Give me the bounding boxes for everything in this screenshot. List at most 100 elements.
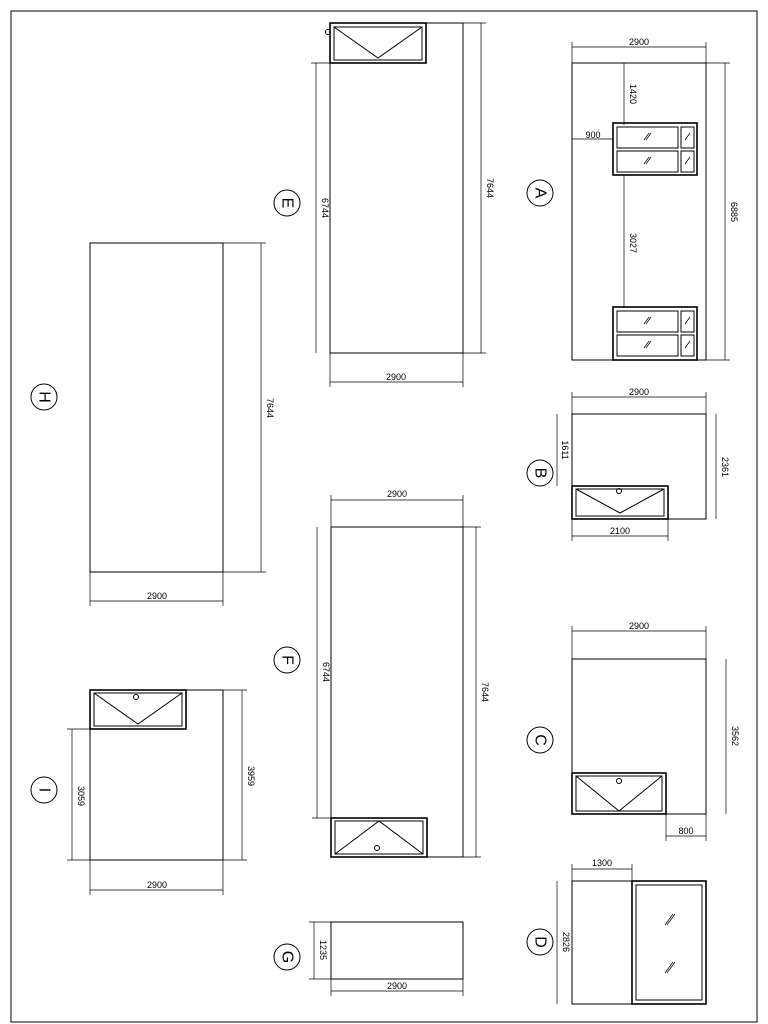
- tag-label: I: [36, 788, 53, 792]
- tag-label: G: [279, 951, 296, 963]
- dimension-c-width: 2900: [571, 621, 707, 659]
- dimension-a-window-width: 900: [572, 130, 614, 140]
- dim-label: 2900: [147, 591, 167, 601]
- dimension-b-width: 2900: [571, 387, 707, 414]
- wall-a: [571, 62, 707, 361]
- sheet-border: [10, 10, 758, 1023]
- tag-label: E: [279, 198, 296, 209]
- wall-i: [89, 689, 224, 861]
- panel-b-tag: B: [526, 459, 554, 487]
- panel-e: 6744 7644 2900 E: [273, 22, 495, 387]
- tag-label: C: [532, 734, 549, 746]
- dim-label: 2361: [720, 457, 730, 477]
- dimension-c-offset: 800: [665, 814, 707, 841]
- tag-label: A: [532, 188, 549, 199]
- dimension-i-width: 2900: [89, 860, 224, 895]
- dimension-d-left-width: 1300: [571, 858, 633, 881]
- dimension-h-height: 7644: [223, 242, 275, 573]
- window-unit-a-top: [612, 122, 698, 176]
- dimension-f-height: 7644: [463, 526, 490, 858]
- sink-unit-c: [571, 772, 667, 815]
- dim-label: 2100: [610, 526, 630, 536]
- dimension-a-top-gap: 1420: [623, 63, 638, 125]
- panel-h-tag: H: [30, 383, 58, 411]
- dimension-e-inner-height: 6744: [311, 62, 330, 353]
- panel-a-tag: A: [526, 179, 554, 207]
- dimension-d-height: 2826: [556, 881, 571, 1004]
- dimension-g-height: 1235: [309, 921, 331, 980]
- panel-d-tag: D: [526, 928, 554, 956]
- glass-door-d: [631, 880, 707, 1005]
- sink-unit-f: [330, 817, 428, 858]
- dim-label: 1235: [318, 940, 328, 960]
- tag-label: F: [279, 655, 296, 665]
- dim-label: 7644: [480, 682, 490, 702]
- panel-b: 2900 1611 2361 2100 B: [526, 387, 730, 541]
- dim-label: 2900: [629, 387, 649, 397]
- tag-label: B: [532, 468, 549, 479]
- tag-label: H: [36, 391, 53, 403]
- wall-e: [329, 22, 464, 354]
- dim-label: 2826: [561, 932, 571, 952]
- panel-g: 1235 2900 G: [273, 921, 464, 996]
- dim-label: 7644: [265, 398, 275, 418]
- wall-h: [89, 242, 224, 573]
- dim-label: 3562: [730, 726, 740, 746]
- dimension-f-width: 2900: [330, 489, 464, 527]
- wall-d: [571, 880, 707, 1005]
- dim-label: 2900: [387, 981, 407, 991]
- panel-e-tag: E: [273, 189, 301, 217]
- dimension-b-height: 2361: [715, 414, 730, 519]
- dim-label: 2900: [147, 880, 167, 890]
- dim-label: 900: [585, 130, 600, 140]
- panel-f: 2900 6744 7644 F: [273, 489, 490, 858]
- dim-label: 7644: [485, 178, 495, 198]
- dimension-a-height: 6885: [706, 62, 739, 361]
- sink-unit-b: [571, 485, 669, 520]
- sink-unit-e: [325, 22, 427, 64]
- window-unit-a-bottom: [612, 306, 698, 361]
- dim-label: 2900: [629, 37, 649, 47]
- panel-i: 3059 3959 2900 I: [30, 689, 256, 895]
- wall-g: [330, 921, 464, 980]
- panel-i-tag: I: [30, 776, 58, 804]
- dim-label: 2900: [386, 372, 406, 382]
- dim-label: 3959: [246, 766, 256, 786]
- dimension-e-height: 7644: [463, 22, 495, 354]
- dimension-b-top-offset: 1611: [556, 414, 570, 486]
- dimension-a-width: 2900: [571, 37, 707, 63]
- dimension-a-window-gap: 3027: [623, 175, 638, 308]
- dimension-b-sink-width: 2100: [571, 519, 669, 541]
- dimension-e-width: 2900: [329, 353, 464, 387]
- panel-f-tag: F: [273, 646, 301, 674]
- panel-h: 7644 2900 H: [30, 242, 275, 606]
- panel-d: 1300 2826 D: [526, 858, 707, 1005]
- dimension-h-width: 2900: [89, 572, 224, 606]
- dimension-f-inner-height: 6744: [312, 527, 331, 819]
- panel-g-tag: G: [273, 943, 301, 971]
- dim-label: 1300: [592, 858, 612, 868]
- dim-label: 1611: [560, 440, 570, 459]
- dimension-i-height: 3959: [223, 689, 256, 861]
- panel-c: 2900 3562 800 C: [526, 621, 740, 841]
- sink-unit-i: [89, 689, 187, 730]
- dim-label: 1420: [628, 84, 638, 104]
- dim-label: 800: [678, 826, 693, 836]
- dim-label: 2900: [629, 621, 649, 631]
- panel-c-tag: C: [526, 726, 554, 754]
- dimension-i-inner-height: 3059: [67, 728, 90, 861]
- dim-label: 3059: [76, 786, 86, 806]
- dim-label: 2900: [387, 489, 407, 499]
- dim-label: 6744: [321, 662, 331, 682]
- wall-c: [571, 658, 707, 815]
- wall-f: [330, 526, 464, 858]
- dim-label: 6744: [320, 198, 330, 218]
- tag-label: D: [532, 936, 549, 948]
- dimension-c-height: 3562: [725, 659, 740, 814]
- panel-a: 2900 1420 900 3027: [526, 37, 739, 361]
- dim-label: 6885: [729, 202, 739, 222]
- wall-b: [571, 413, 707, 520]
- dim-label: 3027: [628, 233, 638, 253]
- dimension-g-width: 2900: [330, 979, 464, 996]
